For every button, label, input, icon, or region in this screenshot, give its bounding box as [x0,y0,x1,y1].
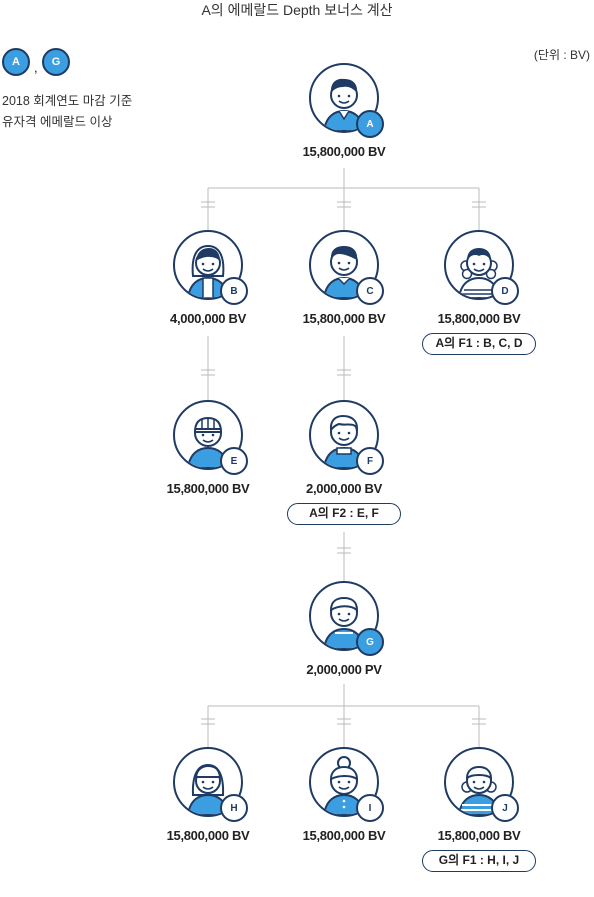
node-value: 2,000,000 BV [306,481,382,496]
woman-avatar-icon [173,747,243,817]
node-value: 15,800,000 BV [302,144,386,159]
page-title: A의 에메랄드 Depth 보너스 계산 [201,2,393,18]
man-avatar-icon [309,63,379,133]
node-badge: A [356,110,384,138]
legend-line-2: 유자격 에메랄드 이상 [2,115,113,129]
curly-woman-avatar-icon [444,230,514,300]
node-badge: D [491,277,519,305]
legend-badge-a: A [2,48,30,76]
curly-woman-avatar-icon [444,747,514,817]
group-label-a-f1: A의 F1 : B, C, D [422,333,536,355]
node-value: 4,000,000 BV [170,311,246,326]
man-avatar-icon [309,230,379,300]
legend-comma: , [34,60,38,75]
node-badge: B [220,277,248,305]
cap-man-avatar-icon [173,400,243,470]
node-value: 15,800,000 BV [166,828,250,843]
node-value: 15,800,000 BV [302,311,386,326]
group-label-a-f2: A의 F2 : E, F [287,503,401,525]
node-badge: I [356,794,384,822]
legend-line-1: 2018 회계연도 마감 기준 [2,94,133,108]
node-value: 2,000,000 PV [306,662,382,677]
node-badge: E [220,447,248,475]
node-badge: H [220,794,248,822]
group-label-g-f1: G의 F1 : H, I, J [422,850,536,872]
node-badge: J [491,794,519,822]
node-value: 15,800,000 BV [437,828,521,843]
node-value: 15,800,000 BV [437,311,521,326]
node-badge: F [356,447,384,475]
node-value: 15,800,000 BV [302,828,386,843]
node-badge: C [356,277,384,305]
node-badge: G [356,628,384,656]
unit-label: (단위 : BV) [533,48,590,62]
node-value: 15,800,000 BV [166,481,250,496]
legend-badge-g: G [42,48,70,76]
